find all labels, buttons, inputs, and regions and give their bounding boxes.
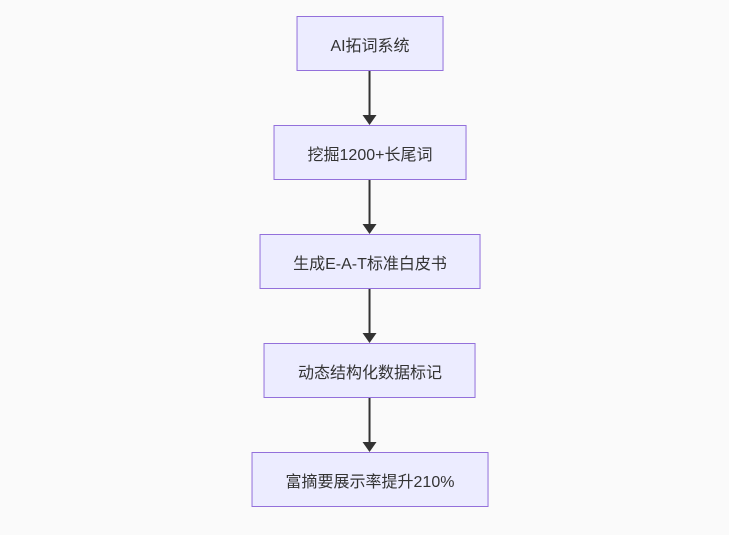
flow-node-rich-snippet-rate: 富摘要展示率提升210% bbox=[251, 452, 489, 507]
flow-arrow-2 bbox=[363, 180, 377, 234]
arrow-line bbox=[369, 289, 371, 334]
arrow-head-icon bbox=[363, 333, 377, 343]
arrow-line bbox=[369, 180, 371, 225]
flow-node-longtail-mining: 挖掘1200+长尾词 bbox=[273, 125, 467, 180]
arrow-line bbox=[369, 398, 371, 443]
arrow-head-icon bbox=[363, 442, 377, 452]
arrow-line bbox=[369, 71, 371, 116]
arrow-head-icon bbox=[363, 115, 377, 125]
flow-arrow-4 bbox=[363, 398, 377, 452]
flowchart-column: AI拓词系统 挖掘1200+长尾词 生成E-A-T标准白皮书 动态结构化数据标记… bbox=[251, 16, 489, 507]
flow-node-structured-data-markup: 动态结构化数据标记 bbox=[263, 343, 476, 398]
flow-arrow-3 bbox=[363, 289, 377, 343]
flow-arrow-1 bbox=[363, 71, 377, 125]
flow-node-eat-whitepaper: 生成E-A-T标准白皮书 bbox=[259, 234, 481, 289]
arrow-head-icon bbox=[363, 224, 377, 234]
flow-node-ai-keyword-system: AI拓词系统 bbox=[296, 16, 444, 71]
